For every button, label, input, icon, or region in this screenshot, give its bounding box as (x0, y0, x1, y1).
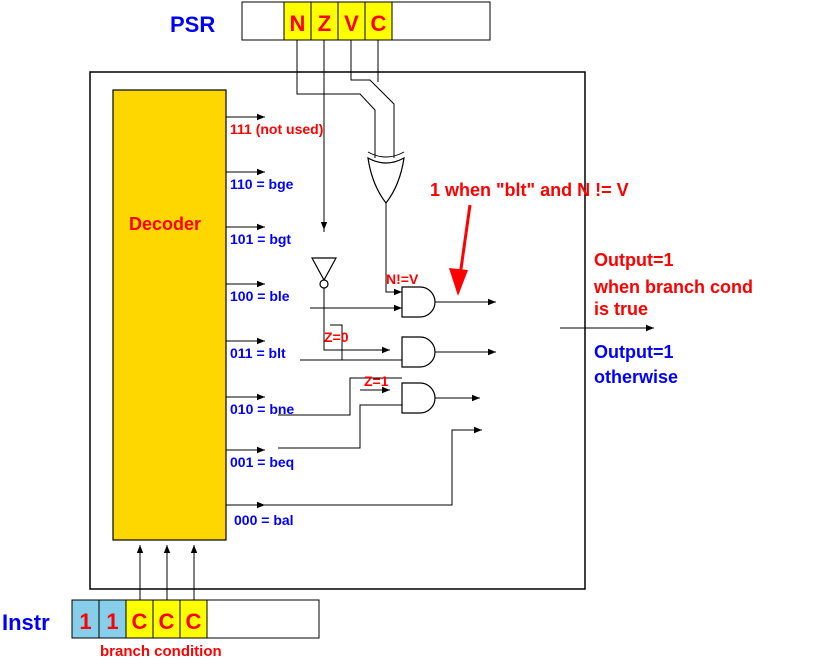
decoder-output-label: 101 = bgt (230, 231, 291, 247)
and-gate-bne (401, 336, 436, 368)
branch-condition-caption: branch condition (100, 643, 222, 658)
output-false-line2: otherwise (594, 367, 678, 387)
instr-bit (98, 599, 127, 639)
output-true-line3: is true (594, 299, 648, 319)
instr-bit-label: C (132, 609, 148, 634)
instr-bit (179, 599, 208, 639)
xor-gate (367, 151, 405, 204)
decoder-output-label: 001 = beq (230, 454, 294, 470)
instr-bit-label: 1 (106, 609, 118, 634)
decoder-output-label: 000 = bal (234, 512, 294, 528)
psr-wires (296, 40, 395, 230)
decoder-label: Decoder (129, 214, 201, 234)
instr-bit-label: C (159, 609, 175, 634)
output-false-line1: Output=1 (594, 342, 674, 362)
xor-to-and-wire (385, 203, 402, 296)
psr-bit-label: N (290, 11, 306, 36)
output-true-line1: Output=1 (594, 250, 674, 270)
decoder-block (112, 89, 227, 541)
decoder-output-label: 110 = bge (230, 176, 294, 192)
n-ne-v-label: N!=V (386, 271, 419, 287)
not-gate (310, 257, 338, 289)
psr-bit-n (283, 1, 312, 41)
blt-annotation: 1 when "blt" and N != V (430, 180, 629, 200)
instr-bit-label: C (186, 609, 202, 634)
decoder-to-gate-wires (250, 304, 482, 506)
instr-bit-label: 1 (79, 609, 91, 634)
instr-bit (125, 599, 154, 639)
psr-bit-label: C (371, 11, 387, 36)
and-gate-blt (401, 286, 436, 318)
decoder-output-label: 111 (not used) (230, 121, 323, 137)
z0-label: Z=0 (324, 329, 349, 345)
instr-bit (71, 599, 100, 639)
decoder-output-label: 010 = bne (230, 401, 294, 417)
instr-label: Instr (2, 610, 50, 635)
decoder-output-label: 100 = ble (230, 288, 290, 304)
z0-wire (323, 288, 390, 354)
branch-unit-box (89, 71, 586, 590)
and-gate-beq (401, 382, 436, 414)
z1-label: Z=1 (364, 373, 389, 389)
psr-bit-label: Z (318, 11, 331, 36)
instr-to-decoder-wires (136, 545, 198, 600)
output-true-line2: when branch cond (593, 277, 753, 297)
decoder-output-label: 011 = blt (230, 345, 286, 361)
psr-bit-label: V (344, 11, 359, 36)
decoder-outputs: 111 (not used) 110 = bge 101 = bgt 100 = bl… (226, 113, 323, 528)
annotation-arrow-head (449, 268, 468, 296)
instr-bit (152, 599, 181, 639)
psr-label: PSR (170, 12, 215, 37)
